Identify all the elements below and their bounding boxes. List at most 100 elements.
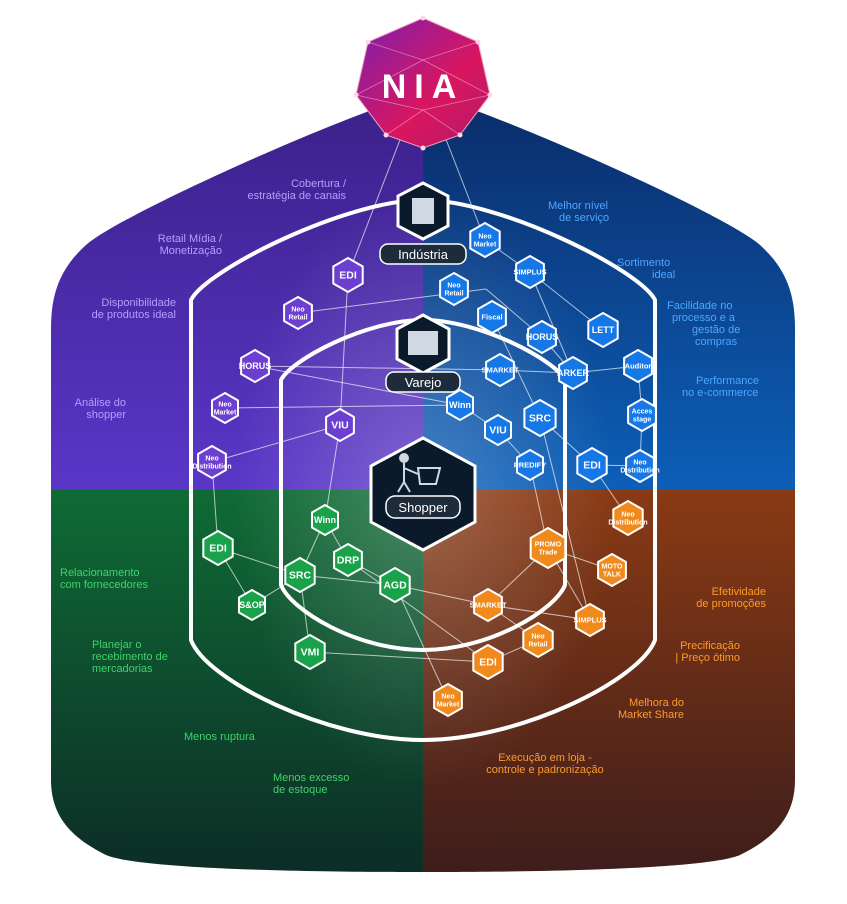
node-blue-smarket[interactable]: SMARKET — [481, 352, 519, 388]
node-badge — [627, 397, 657, 433]
node-label: SMARKET — [481, 366, 519, 375]
node-blue-viu[interactable]: VIU — [484, 413, 512, 447]
node-badge — [197, 444, 227, 480]
node-blue-fiscal[interactable]: Fiscal — [477, 299, 507, 335]
node-purple-viu[interactable]: VIU — [325, 407, 355, 443]
node-label: S&OP — [239, 600, 265, 610]
node-blue-edi[interactable]: EDI — [576, 446, 608, 484]
label-orange-1: Precificação| Preço ótimo — [675, 640, 740, 664]
label-green-2: Menos ruptura — [184, 731, 256, 743]
node-badge — [472, 643, 504, 681]
node-orange-smarket[interactable]: SMARKET — [469, 587, 507, 623]
node-label: LETT — [592, 325, 615, 335]
node-badge — [485, 352, 515, 388]
node-label: Auditor — [625, 362, 652, 371]
hub-industria[interactable]: Indústria — [379, 181, 467, 265]
label-purple-0: Cobertura /estratégia de canais — [248, 178, 347, 202]
node-green-s-op[interactable]: S&OP — [238, 588, 266, 622]
node-green-edi[interactable]: EDI — [202, 529, 234, 567]
outer-ring — [189, 197, 657, 743]
hub-varejo-label: Varejo — [405, 375, 442, 390]
node-badge — [623, 348, 653, 384]
node-blue-horus[interactable]: HORUS — [526, 319, 559, 355]
node-label: EDI — [583, 460, 601, 472]
node-green-agd[interactable]: AGD — [379, 566, 411, 604]
nia-title: NIA — [382, 68, 465, 106]
node-badge — [325, 407, 355, 443]
node-badge — [558, 355, 588, 391]
node-green-vmi[interactable]: VMI — [294, 633, 326, 671]
node-purple-horus[interactable]: HORUS — [239, 348, 272, 384]
node-badge — [516, 448, 544, 482]
label-orange-3: Execução em loja -controle e padronizaçã… — [486, 752, 603, 776]
node-blue-lett[interactable]: LETT — [587, 311, 619, 349]
node-label: VIU — [331, 420, 349, 432]
node-badge — [522, 621, 554, 659]
node-badge — [439, 271, 469, 307]
node-green-src[interactable]: SRC — [284, 556, 316, 594]
shopper-cart-icon — [397, 453, 442, 493]
node-badge — [575, 602, 605, 638]
node-badge — [523, 398, 557, 438]
quadrant-labels: Cobertura /estratégia de canais Retail M… — [60, 178, 766, 796]
node-badge — [597, 552, 627, 588]
label-purple-1: Retail Mídia /Monetização — [158, 233, 223, 257]
node-label: PREDIFY — [514, 461, 547, 470]
store-icon — [408, 331, 438, 355]
hub-shopper[interactable]: Shopper — [369, 436, 477, 552]
node-label: Fiscal — [481, 313, 502, 322]
node-blue-src[interactable]: SRC — [523, 398, 557, 438]
node-badge — [311, 503, 339, 537]
node-label: HORUS — [526, 332, 559, 342]
node-badge — [473, 587, 503, 623]
node-orange-edi[interactable]: EDI — [472, 643, 504, 681]
node-blue-winn[interactable]: Winn — [446, 388, 474, 422]
node-blue-auditor[interactable]: Auditor — [623, 348, 653, 384]
node-badge — [379, 566, 411, 604]
node-label: ARKER — [557, 368, 590, 378]
node-badge — [202, 529, 234, 567]
node-orange-simplus[interactable]: SIMPLUS — [573, 602, 607, 638]
node-badge — [477, 299, 507, 335]
node-green-drp[interactable]: DRP — [333, 542, 363, 578]
node-label: AGD — [383, 580, 407, 592]
node-green-winn[interactable]: Winn — [311, 503, 339, 537]
hub-varejo[interactable]: Varejo — [385, 313, 461, 393]
node-blue-simplus[interactable]: SIMPLUS — [513, 254, 547, 290]
node-badge — [529, 526, 567, 570]
node-badge — [294, 633, 326, 671]
node-label: EDI — [339, 270, 357, 282]
node-label: SIMPLUS — [573, 616, 606, 625]
node-blue-predify[interactable]: PREDIFY — [514, 448, 547, 482]
node-blue-arker[interactable]: ARKER — [557, 355, 590, 391]
node-purple-edi[interactable]: EDI — [332, 256, 364, 294]
